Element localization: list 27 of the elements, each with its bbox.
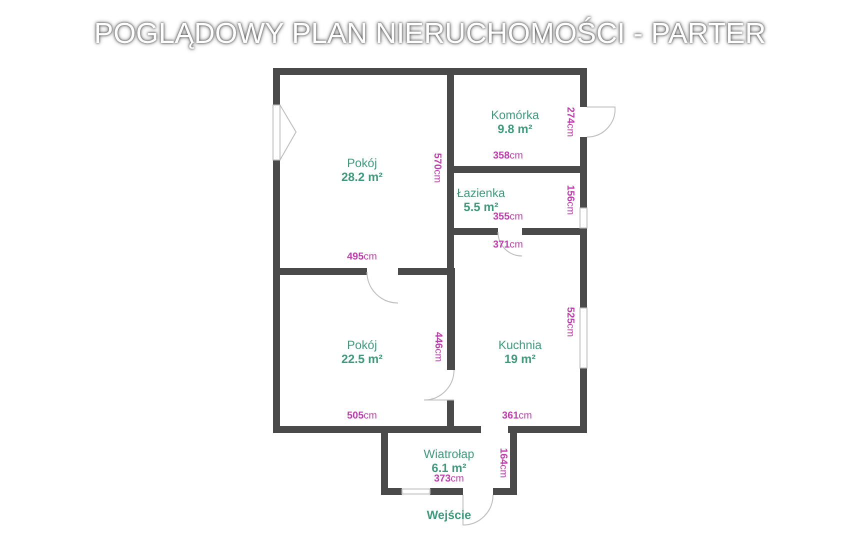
room-name: Pokój bbox=[346, 338, 378, 352]
dimension-label: 525cm bbox=[564, 306, 576, 338]
dimension-label: 156cm bbox=[564, 184, 576, 216]
dimension-label: 164cm bbox=[498, 448, 508, 478]
room-name: Łazienka bbox=[456, 186, 506, 200]
room-name: Pokój bbox=[346, 156, 378, 170]
room-size: 28.2 m² bbox=[341, 170, 383, 184]
dimension-label: 505cm bbox=[346, 410, 378, 422]
entrance-label: Wejście bbox=[426, 508, 472, 522]
dimension-label: 371cm bbox=[492, 240, 524, 250]
room-size: 22.5 m² bbox=[341, 352, 383, 366]
room-size: 5.5 m² bbox=[462, 200, 498, 214]
room-name: Komórka bbox=[490, 108, 540, 122]
dimension-label: 495cm bbox=[346, 252, 378, 262]
dimension-label: 274cm bbox=[564, 106, 576, 138]
dimension-label: 358cm bbox=[492, 150, 524, 162]
dimension-label: 355cm bbox=[492, 212, 524, 222]
plan-title: POGLĄDOWY PLAN NIERUCHOMOŚCI - PARTER bbox=[0, 18, 860, 51]
dimension-label: 570cm bbox=[432, 152, 442, 184]
room-size: 19 m² bbox=[503, 352, 537, 366]
dimension-label: 446cm bbox=[432, 332, 444, 362]
dimension-label: 373cm bbox=[434, 474, 464, 484]
room-name: Wiatrołap bbox=[424, 447, 474, 461]
room-name: Kuchnia bbox=[498, 338, 542, 352]
dimension-label: 361cm bbox=[502, 410, 532, 422]
room-size: 6.1 m² bbox=[430, 461, 468, 475]
room-size: 9.8 m² bbox=[496, 122, 534, 136]
